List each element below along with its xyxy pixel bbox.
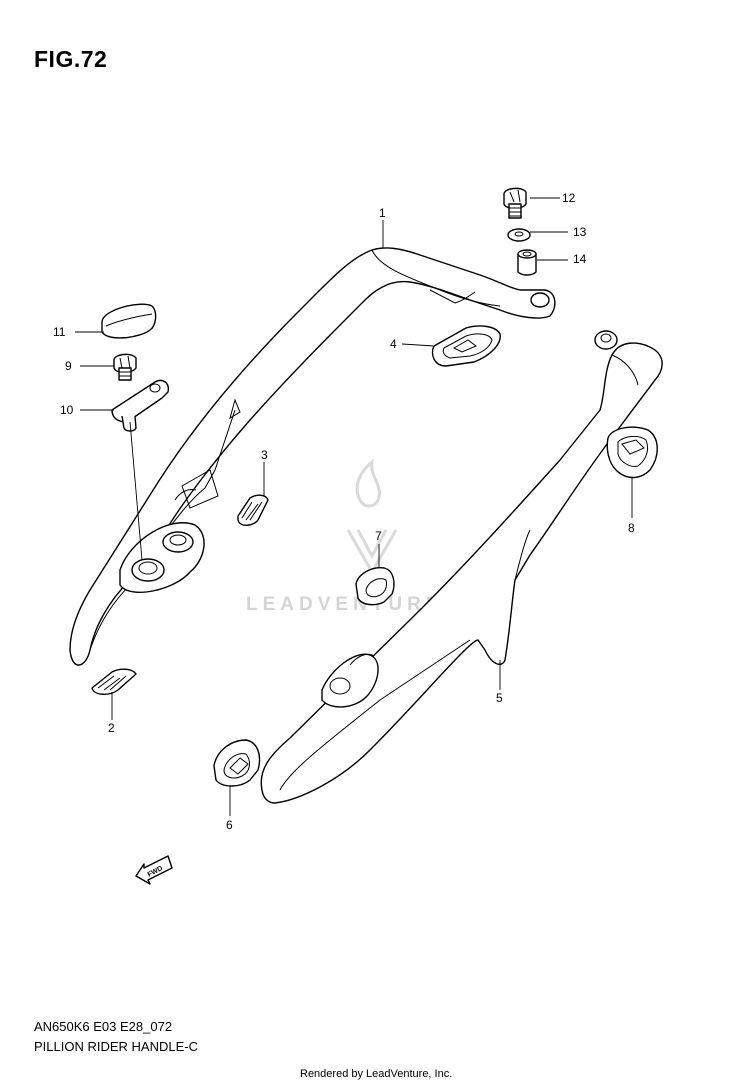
- callout-12[interactable]: 12: [562, 191, 576, 205]
- callout-9[interactable]: 9: [65, 359, 72, 373]
- callout-numbers: 1 12 13 14 11 9 10 4 3 2 7 8 5 6: [53, 191, 635, 832]
- figure-name: PILLION RIDER HANDLE-C: [34, 1039, 198, 1054]
- callout-2[interactable]: 2: [108, 721, 115, 735]
- callout-8[interactable]: 8: [628, 521, 635, 535]
- callout-3[interactable]: 3: [261, 448, 268, 462]
- part-6-cushion[interactable]: [213, 739, 261, 787]
- callout-5[interactable]: 5: [496, 691, 503, 705]
- part-5-right-handle[interactable]: [260, 330, 663, 804]
- part-14-collar[interactable]: [517, 249, 537, 276]
- leader-lines: [75, 197, 633, 816]
- part-2-clip[interactable]: [91, 668, 137, 695]
- callout-11[interactable]: 11: [53, 325, 66, 339]
- part-13-washer[interactable]: [507, 228, 531, 242]
- callout-14[interactable]: 14: [573, 252, 587, 266]
- part-12-bolt[interactable]: [503, 187, 527, 219]
- callout-4[interactable]: 4: [390, 337, 397, 351]
- callout-10[interactable]: 10: [60, 403, 74, 417]
- part-4-cover-pad[interactable]: [431, 325, 501, 367]
- watermark-text: LEADVENTURE: [246, 594, 444, 615]
- figure-code: AN650K6 E03 E28_072: [34, 1019, 173, 1034]
- part-1-left-handle[interactable]: [69, 247, 556, 666]
- watermark: LEADVENTURE: [246, 458, 444, 615]
- callout-1[interactable]: 1: [379, 206, 386, 220]
- fwd-arrow: FWD: [135, 855, 173, 885]
- part-9-bolt[interactable]: [113, 353, 137, 381]
- callout-6[interactable]: 6: [226, 818, 233, 832]
- part-10-nut-plate[interactable]: [111, 379, 170, 432]
- part-8-cushion[interactable]: [606, 426, 658, 479]
- figure-title: FIG.72: [34, 46, 108, 72]
- part-7-cushion[interactable]: [355, 567, 395, 606]
- callout-7[interactable]: 7: [375, 529, 382, 543]
- rendered-by-credit: Rendered by LeadVenture, Inc.: [300, 1068, 453, 1080]
- part-11-cap[interactable]: [101, 303, 157, 339]
- watermark-logo: [346, 458, 398, 576]
- callout-13[interactable]: 13: [573, 225, 587, 239]
- part-3-clip[interactable]: [237, 494, 269, 526]
